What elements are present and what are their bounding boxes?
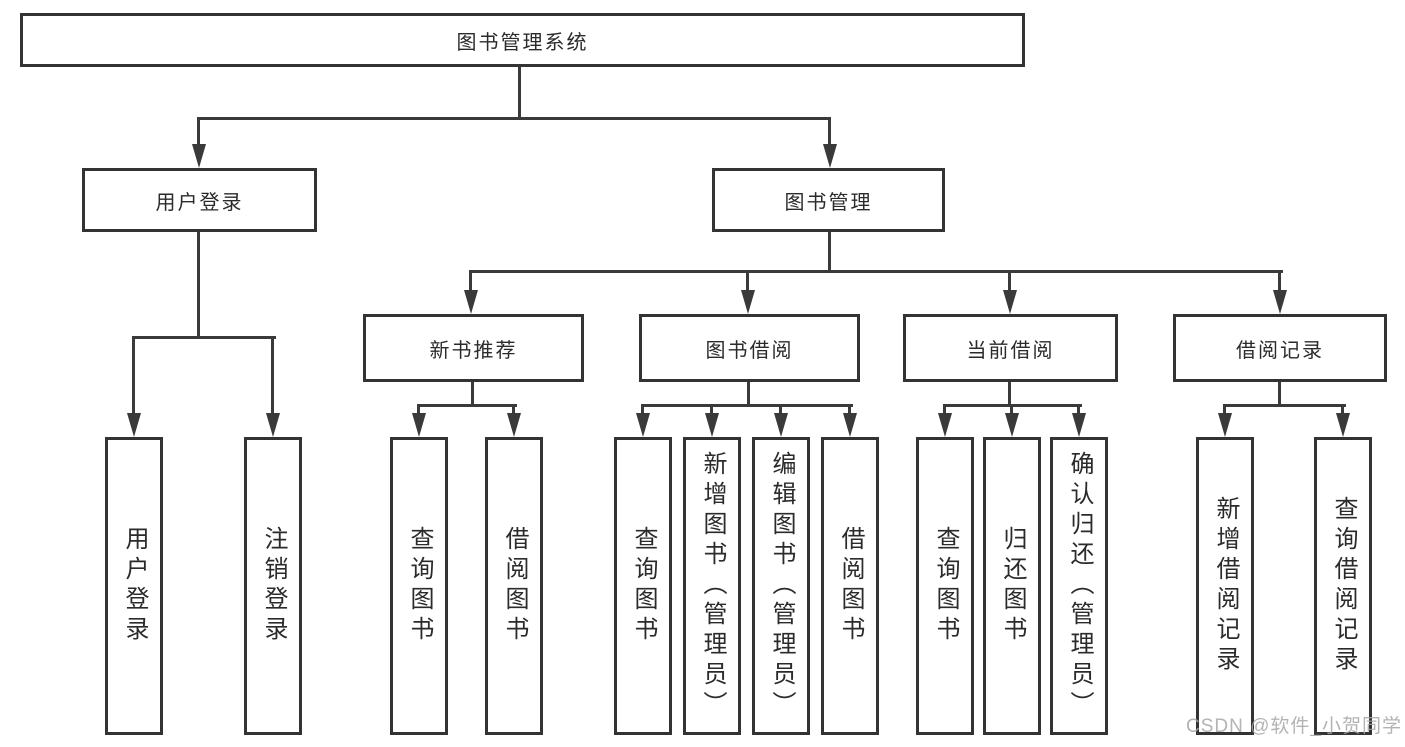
leaf-logout: 注销登录 bbox=[244, 437, 302, 735]
leaf-query-books-borrowing: 查询图书 bbox=[614, 437, 672, 735]
connector-line bbox=[747, 382, 750, 407]
connector-line bbox=[1223, 404, 1346, 407]
leaf-borrow-books-recommend: 借阅图书 bbox=[485, 437, 543, 735]
arrowhead-down-icon bbox=[741, 290, 755, 314]
node-book-borrowing: 图书借阅 bbox=[639, 314, 860, 382]
leaf-borrow-books-borrowing: 借阅图书 bbox=[821, 437, 879, 735]
connector-line bbox=[1008, 382, 1011, 407]
leaf-label: 查询借阅记录 bbox=[1330, 496, 1357, 676]
connector-line bbox=[1278, 382, 1281, 407]
arrowhead-down-icon bbox=[1003, 290, 1017, 314]
connector-line bbox=[197, 232, 200, 339]
arrowhead-down-icon bbox=[507, 413, 521, 437]
arrowhead-down-icon bbox=[1005, 413, 1019, 437]
leaf-confirm-return-admin: 确认归还（管理员） bbox=[1050, 437, 1108, 735]
arrowhead-down-icon bbox=[823, 144, 837, 168]
connector-line bbox=[943, 404, 946, 414]
leaf-return-books: 归还图书 bbox=[983, 437, 1041, 735]
connector-line bbox=[1077, 404, 1080, 414]
leaf-label: 归还图书 bbox=[999, 526, 1026, 646]
leaf-user-login: 用户登录 bbox=[105, 437, 163, 735]
node-current-borrowing: 当前借阅 bbox=[903, 314, 1118, 382]
connector-line bbox=[197, 117, 200, 145]
arrowhead-down-icon bbox=[412, 413, 426, 437]
leaf-label: 查询图书 bbox=[932, 526, 959, 646]
connector-line bbox=[132, 336, 276, 339]
leaf-label: 查询图书 bbox=[630, 526, 657, 646]
leaf-query-books-recommend: 查询图书 bbox=[390, 437, 448, 735]
arrowhead-down-icon bbox=[843, 413, 857, 437]
arrowhead-down-icon bbox=[266, 413, 280, 437]
connector-line bbox=[1010, 404, 1013, 414]
arrowhead-down-icon bbox=[1218, 413, 1232, 437]
arrowhead-down-icon bbox=[938, 413, 952, 437]
node-book-management: 图书管理 bbox=[712, 168, 945, 232]
connector-line bbox=[828, 232, 831, 273]
connector-line bbox=[746, 270, 749, 291]
connector-line bbox=[848, 404, 851, 414]
arrowhead-down-icon bbox=[705, 413, 719, 437]
node-user-login: 用户登录 bbox=[82, 168, 317, 232]
node-new-book-recommend: 新书推荐 bbox=[363, 314, 584, 382]
arrowhead-down-icon bbox=[192, 144, 206, 168]
arrowhead-down-icon bbox=[127, 413, 141, 437]
leaf-label: 确认归还（管理员） bbox=[1066, 451, 1093, 721]
node-borrowing-records: 借阅记录 bbox=[1173, 314, 1387, 382]
arrowhead-down-icon bbox=[636, 413, 650, 437]
connector-line bbox=[518, 67, 521, 119]
leaf-label: 新增借阅记录 bbox=[1212, 496, 1239, 676]
leaf-label: 查询图书 bbox=[406, 526, 433, 646]
leaf-label: 注销登录 bbox=[260, 526, 287, 646]
connector-line bbox=[417, 404, 517, 407]
arrowhead-down-icon bbox=[1336, 413, 1350, 437]
connector-line bbox=[641, 404, 853, 407]
connector-line bbox=[469, 270, 472, 291]
connector-line bbox=[471, 382, 474, 407]
connector-line bbox=[1008, 270, 1011, 291]
connector-line bbox=[1223, 404, 1226, 414]
connector-line bbox=[469, 270, 1283, 273]
leaf-query-borrow-record: 查询借阅记录 bbox=[1314, 437, 1372, 735]
connector-line bbox=[828, 117, 831, 145]
leaf-label: 用户登录 bbox=[121, 526, 148, 646]
connector-line bbox=[271, 336, 274, 414]
leaf-label: 编辑图书（管理员） bbox=[768, 451, 795, 721]
node-book-management-system: 图书管理系统 bbox=[20, 13, 1025, 67]
leaf-label: 借阅图书 bbox=[837, 526, 864, 646]
leaf-add-borrow-record: 新增借阅记录 bbox=[1196, 437, 1254, 735]
connector-line bbox=[710, 404, 713, 414]
connector-line bbox=[779, 404, 782, 414]
arrowhead-down-icon bbox=[1273, 290, 1287, 314]
leaf-label: 新增图书（管理员） bbox=[699, 451, 726, 721]
leaf-label: 借阅图书 bbox=[501, 526, 528, 646]
arrowhead-down-icon bbox=[1072, 413, 1086, 437]
connector-line bbox=[417, 404, 420, 414]
connector-line bbox=[132, 336, 135, 414]
connector-line bbox=[197, 117, 831, 120]
connector-line bbox=[1278, 270, 1281, 291]
leaf-edit-books-admin: 编辑图书（管理员） bbox=[752, 437, 810, 735]
leaf-add-books-admin: 新增图书（管理员） bbox=[683, 437, 741, 735]
arrowhead-down-icon bbox=[464, 290, 478, 314]
connector-line bbox=[641, 404, 644, 414]
arrowhead-down-icon bbox=[774, 413, 788, 437]
connector-line bbox=[1341, 404, 1344, 414]
csdn-watermark: CSDN @软件_小贺同学 bbox=[1186, 716, 1402, 737]
leaf-query-books-current: 查询图书 bbox=[916, 437, 974, 735]
connector-line bbox=[512, 404, 515, 414]
